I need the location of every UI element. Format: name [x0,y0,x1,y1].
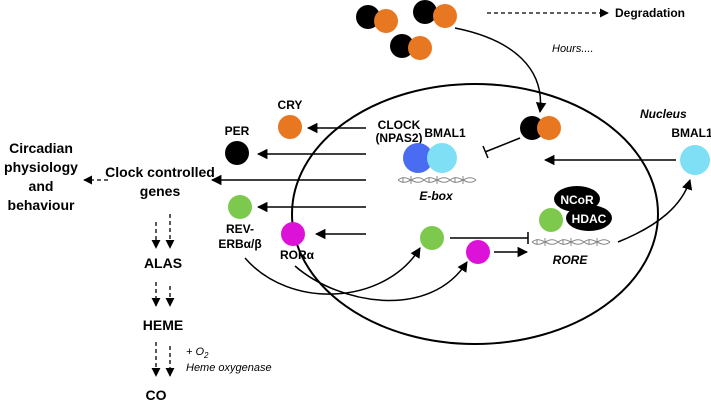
nucleus-ellipse [291,83,659,345]
alas-to-heme-arrows [151,282,175,307]
circadian-label-4: behaviour [8,197,75,213]
rore-label: RORE [553,253,589,267]
clock-label: CLOCK [378,118,421,132]
reverb-nuclear-circle [420,226,444,250]
per-label: PER [225,124,250,138]
reverb-circle [228,195,252,219]
dna-rore-icon [531,238,611,246]
dna-ebox-icon [397,176,477,184]
heme-to-co-arrows [151,342,175,377]
hdac-label: HDAC [572,212,607,226]
repression-line-rore [450,232,529,244]
bmal1-inside-label: BMAL1 [424,126,466,140]
reverb-import-arrow [244,247,421,295]
npas2-label: (NPAS2) [375,131,422,145]
cry-per-complex-3 [390,34,432,60]
degradation-label: Degradation [615,6,685,20]
ror-circle [281,222,305,246]
circadian-label-3: and [29,178,54,194]
o2-label: + O2 [186,346,209,360]
bmal1-outside-label: BMAL1 [671,126,711,140]
ncor-label: NCoR [560,193,594,207]
circadian-label-2: physiology [4,159,78,175]
cry-per-complex-1 [356,5,398,33]
rore-to-bmal1-arrow [617,179,693,243]
alas-label: ALAS [144,255,182,271]
clock-circle [403,143,433,173]
ccg-label-1: Clock controlled [105,164,215,180]
hdac-ellipse [566,205,612,231]
o2-prefix: + O [186,346,204,358]
cry-per-complex-2 [413,0,457,28]
ccg-to-alas-arrows [151,214,175,249]
ccg-label-2: genes [140,183,181,199]
import-arrow [454,27,547,114]
ror-import-arrow [294,261,468,302]
circadian-label-1: Circadian [9,140,73,156]
heme-label: HEME [143,317,183,333]
bmal1-outside-circle [680,145,710,175]
nucleus-label: Nucleus [640,107,687,121]
repression-line-ebox [482,137,521,159]
reverb-label-1: REV- [226,222,254,236]
cry-circle [278,115,302,139]
ebox-label: E-box [419,189,454,203]
per-circle [225,141,249,165]
cry-per-nuclear-complex [520,116,561,140]
reverb-rore-circle [539,208,563,232]
o2-subscript: 2 [203,351,209,360]
ror-label: RORα [280,248,315,262]
bmal1-circle [427,143,457,173]
co-label: CO [146,387,167,403]
cry-label: CRY [278,98,303,112]
heme-oxygenase-label: Heme oxygenase [186,362,272,374]
reverb-label-2: ERBα/β [218,237,261,251]
hours-label: Hours.... [552,43,594,55]
ror-nuclear-circle [466,240,490,264]
